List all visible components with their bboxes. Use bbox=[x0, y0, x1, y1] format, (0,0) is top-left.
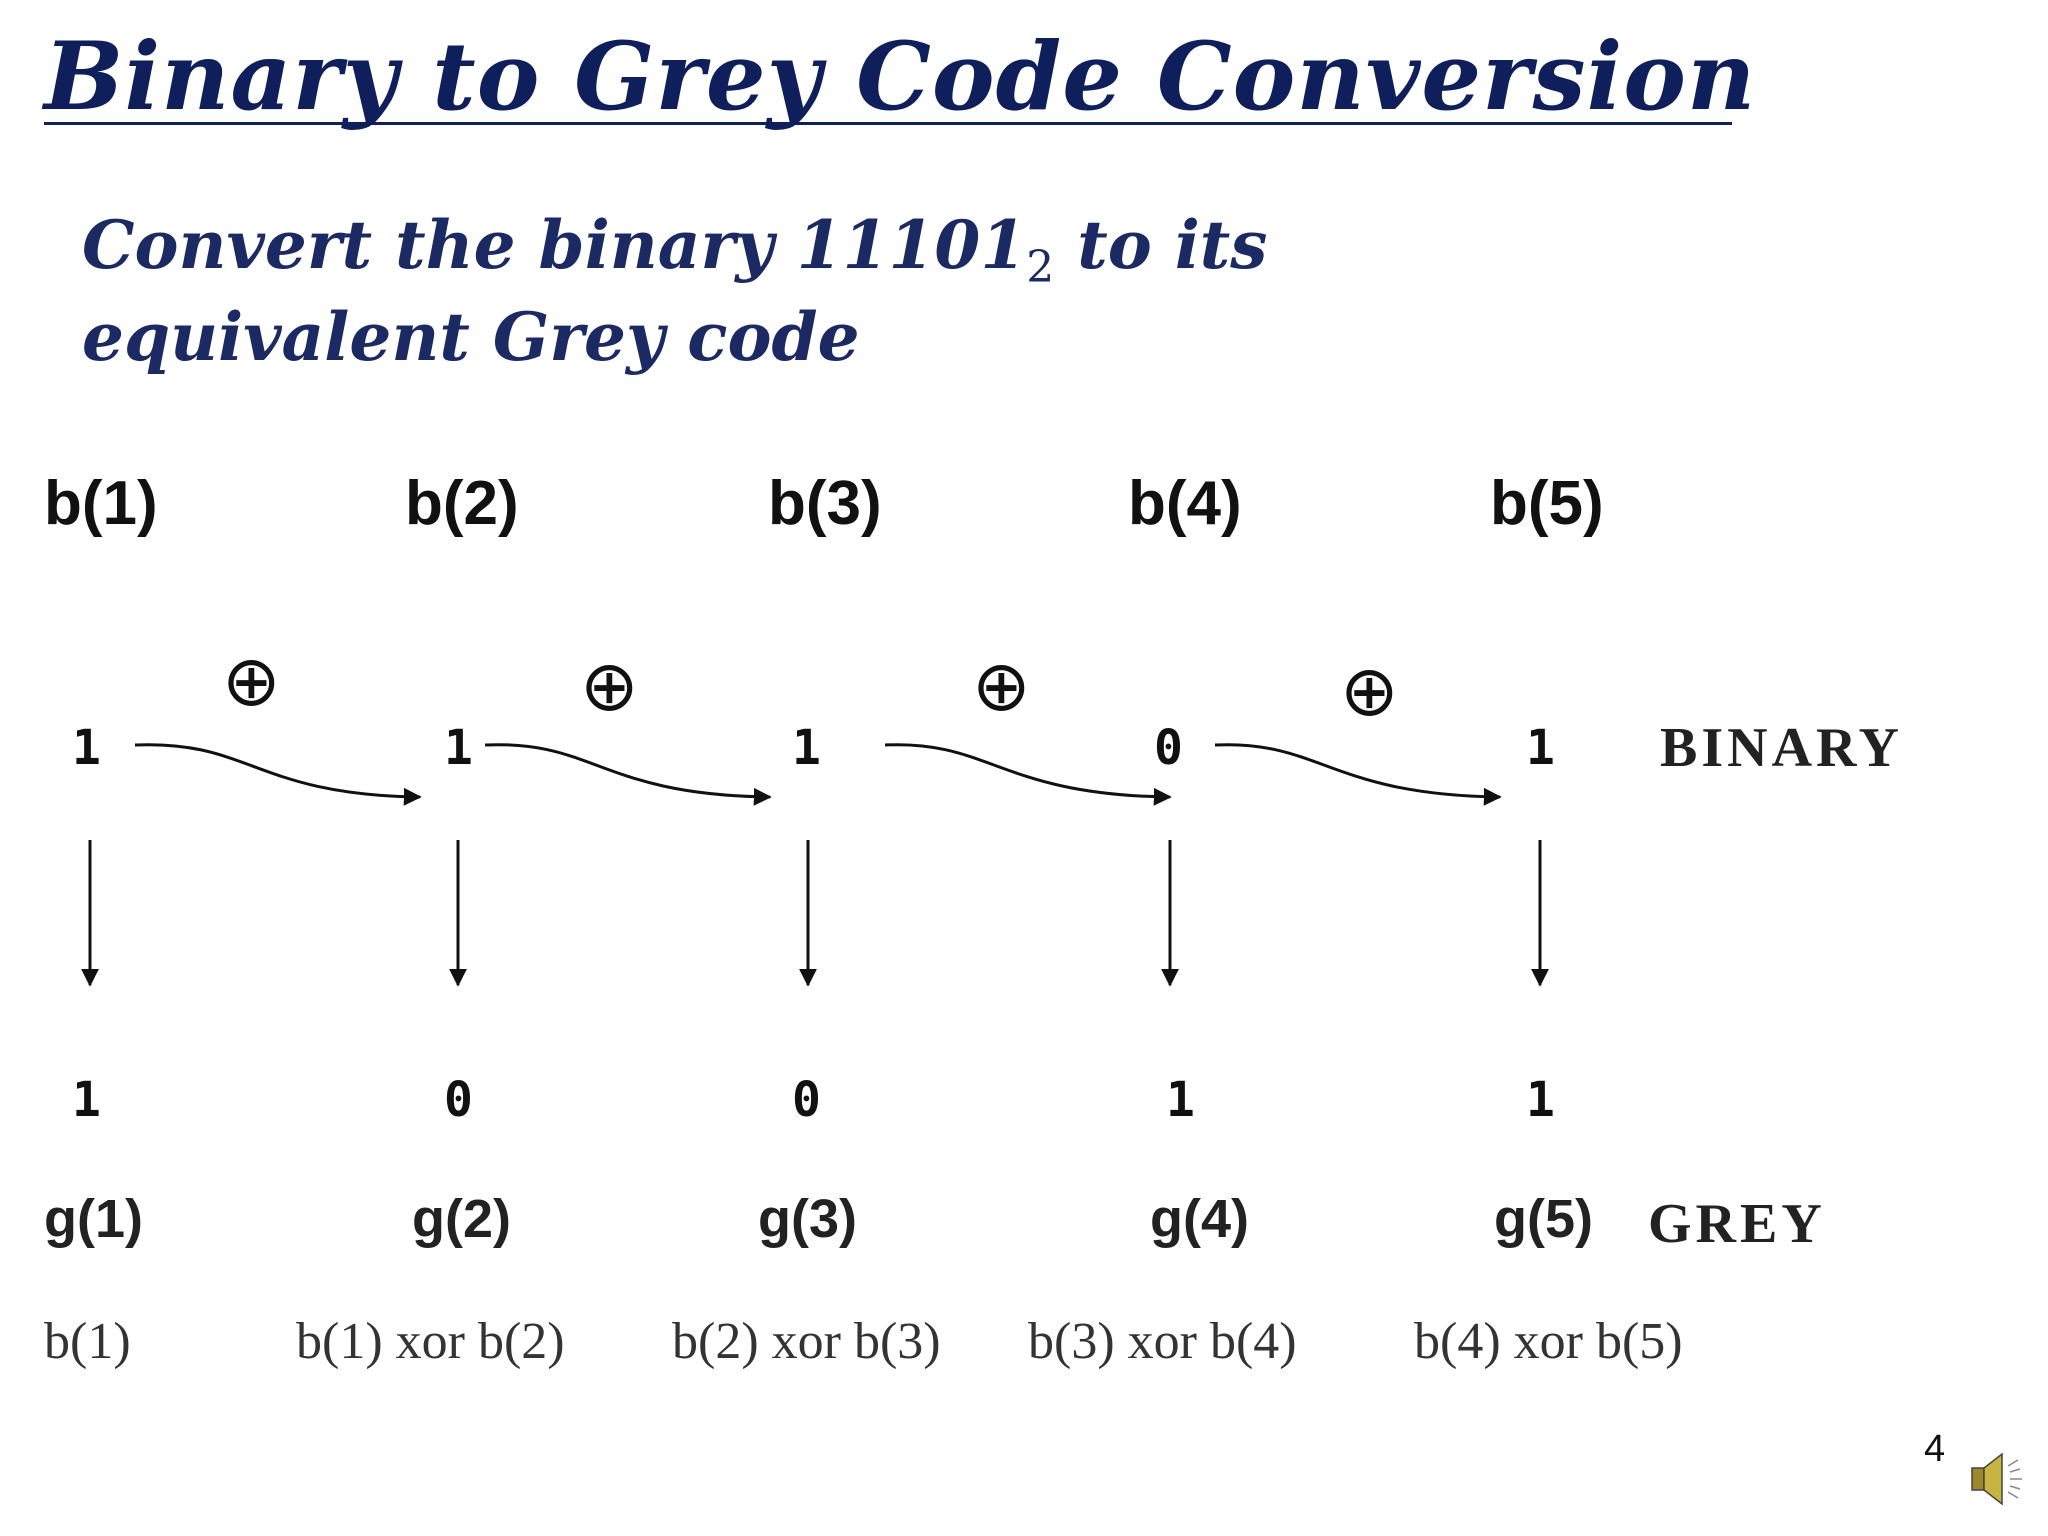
grey-label-5: g(5) bbox=[1494, 1189, 1593, 1249]
binary-tag: BINARY bbox=[1660, 717, 1903, 779]
xor-symbol-2: ⊕ bbox=[580, 645, 639, 727]
binary-bit-2: 1 bbox=[444, 720, 473, 776]
binary-bit-3: 1 bbox=[792, 720, 821, 776]
formula-1: b(1) bbox=[44, 1313, 131, 1370]
formula-3: b(2) xor b(3) bbox=[672, 1313, 941, 1370]
formula-2: b(1) xor b(2) bbox=[296, 1313, 565, 1370]
prompt-line-1: Convert the binary 111012 to its bbox=[82, 206, 1267, 293]
grey-label-2: g(2) bbox=[412, 1189, 511, 1249]
prompt-base-subscript: 2 bbox=[1026, 242, 1055, 294]
grey-tag: GREY bbox=[1648, 1193, 1826, 1255]
grey-label-1: g(1) bbox=[44, 1189, 143, 1249]
binary-bit-4: 0 bbox=[1154, 720, 1183, 776]
xor-arrow-2 bbox=[484, 743, 772, 806]
grey-bit-2: 0 bbox=[444, 1072, 473, 1128]
grey-bit-4: 1 bbox=[1166, 1072, 1195, 1128]
binary-label-5: b(5) bbox=[1490, 469, 1604, 538]
formula-5: b(4) xor b(5) bbox=[1414, 1313, 1683, 1370]
formula-4: b(3) xor b(4) bbox=[1028, 1313, 1297, 1370]
binary-label-1: b(1) bbox=[44, 469, 158, 538]
prompt-line-1-tail: to its bbox=[1054, 206, 1268, 284]
xor-arrow-3 bbox=[884, 743, 1172, 806]
xor-symbol-1: ⊕ bbox=[222, 640, 281, 722]
grey-label-3: g(3) bbox=[758, 1189, 857, 1249]
grey-bit-3: 0 bbox=[792, 1072, 821, 1128]
page-number: 4 bbox=[1924, 1428, 1946, 1470]
binary-label-4: b(4) bbox=[1128, 469, 1242, 538]
binary-label-2: b(2) bbox=[405, 469, 519, 538]
xor-symbol-4: ⊕ bbox=[1340, 650, 1399, 732]
speaker-icon bbox=[1971, 1452, 2022, 1506]
xor-arrow-1 bbox=[134, 743, 422, 806]
title-underline bbox=[44, 122, 1732, 125]
binary-label-3: b(3) bbox=[768, 469, 882, 538]
prompt-line-1-text: Convert the binary 11101 bbox=[82, 206, 1027, 284]
grey-bit-5: 1 bbox=[1526, 1072, 1555, 1128]
slide-title: Binary to Grey Code Conversion bbox=[44, 22, 1757, 132]
grey-bit-1: 1 bbox=[72, 1072, 101, 1128]
xor-arrow-4 bbox=[1214, 743, 1502, 806]
xor-symbol-3: ⊕ bbox=[972, 645, 1031, 727]
binary-bit-5: 1 bbox=[1526, 720, 1555, 776]
grey-label-4: g(4) bbox=[1150, 1189, 1249, 1249]
binary-bit-1: 1 bbox=[72, 720, 101, 776]
prompt-line-2: equivalent Grey code bbox=[82, 298, 860, 376]
